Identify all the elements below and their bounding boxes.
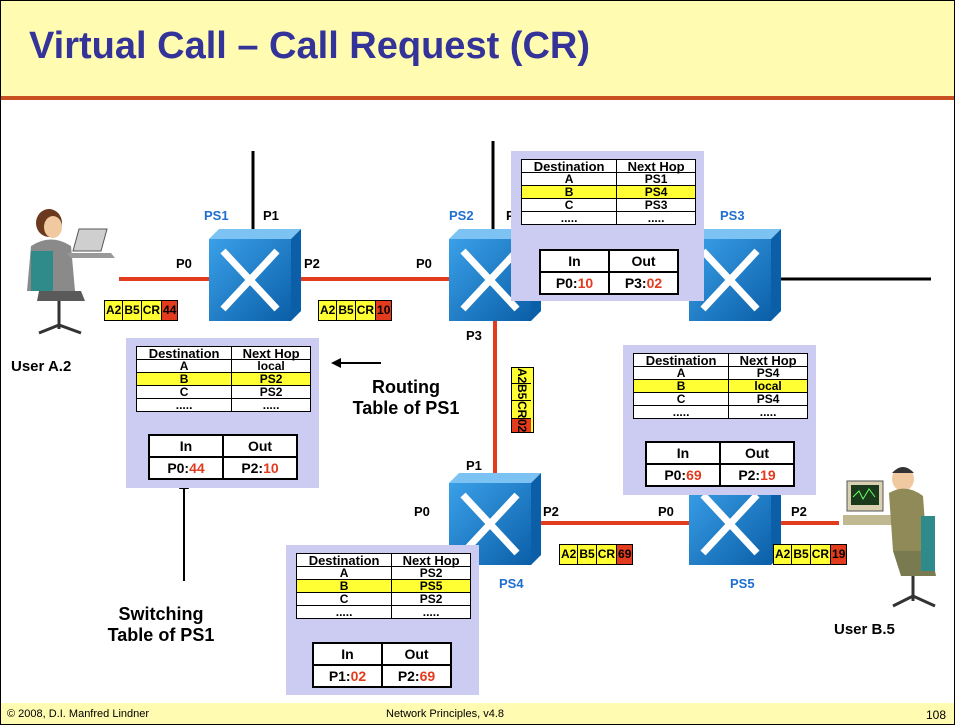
user-b-icon xyxy=(843,467,936,608)
user-b-label: User B.5 xyxy=(834,621,895,638)
label-ps4: PS4 xyxy=(499,576,524,591)
port-ps1-p0: P0 xyxy=(176,256,192,271)
routing-annotation: Routing Table of PS1 xyxy=(352,377,460,418)
port-ps5-p2: P2 xyxy=(791,504,807,519)
footer-page-number: 108 xyxy=(926,708,947,722)
port-ps4-p0: P0 xyxy=(414,504,430,519)
user-a-label: User A.2 xyxy=(11,358,72,375)
port-ps5-p0: P0 xyxy=(658,504,674,519)
port-ps2-p-trunc: P xyxy=(506,208,515,223)
footer: © 2008, D.I. Manfred Lindner Network Pri… xyxy=(1,703,954,724)
port-ps4-p2: P2 xyxy=(543,504,559,519)
footer-course: Network Principles, v4.8 xyxy=(386,708,504,720)
footer-copyright: © 2008, D.I. Manfred Lindner xyxy=(7,708,150,720)
port-ps1-p1: P1 xyxy=(263,208,279,223)
switch-ps5-icon xyxy=(689,473,781,565)
label-ps3: PS3 xyxy=(720,208,745,223)
port-ps2-p0: P0 xyxy=(416,256,432,271)
label-ps2: PS2 xyxy=(449,208,474,223)
label-ps5: PS5 xyxy=(730,576,755,591)
port-ps1-p2: P2 xyxy=(304,256,320,271)
user-a-icon xyxy=(27,209,115,335)
port-ps4-p1: P1 xyxy=(466,458,482,473)
label-ps1: PS1 xyxy=(204,208,229,223)
title-bar: Virtual Call – Call Request (CR) xyxy=(1,1,954,100)
port-ps2-p3: P3 xyxy=(466,328,482,343)
slide-title: Virtual Call – Call Request (CR) xyxy=(29,25,590,67)
switch-ps1-icon xyxy=(209,229,301,321)
switching-annotation: Switching Table of PS1 xyxy=(107,604,215,645)
